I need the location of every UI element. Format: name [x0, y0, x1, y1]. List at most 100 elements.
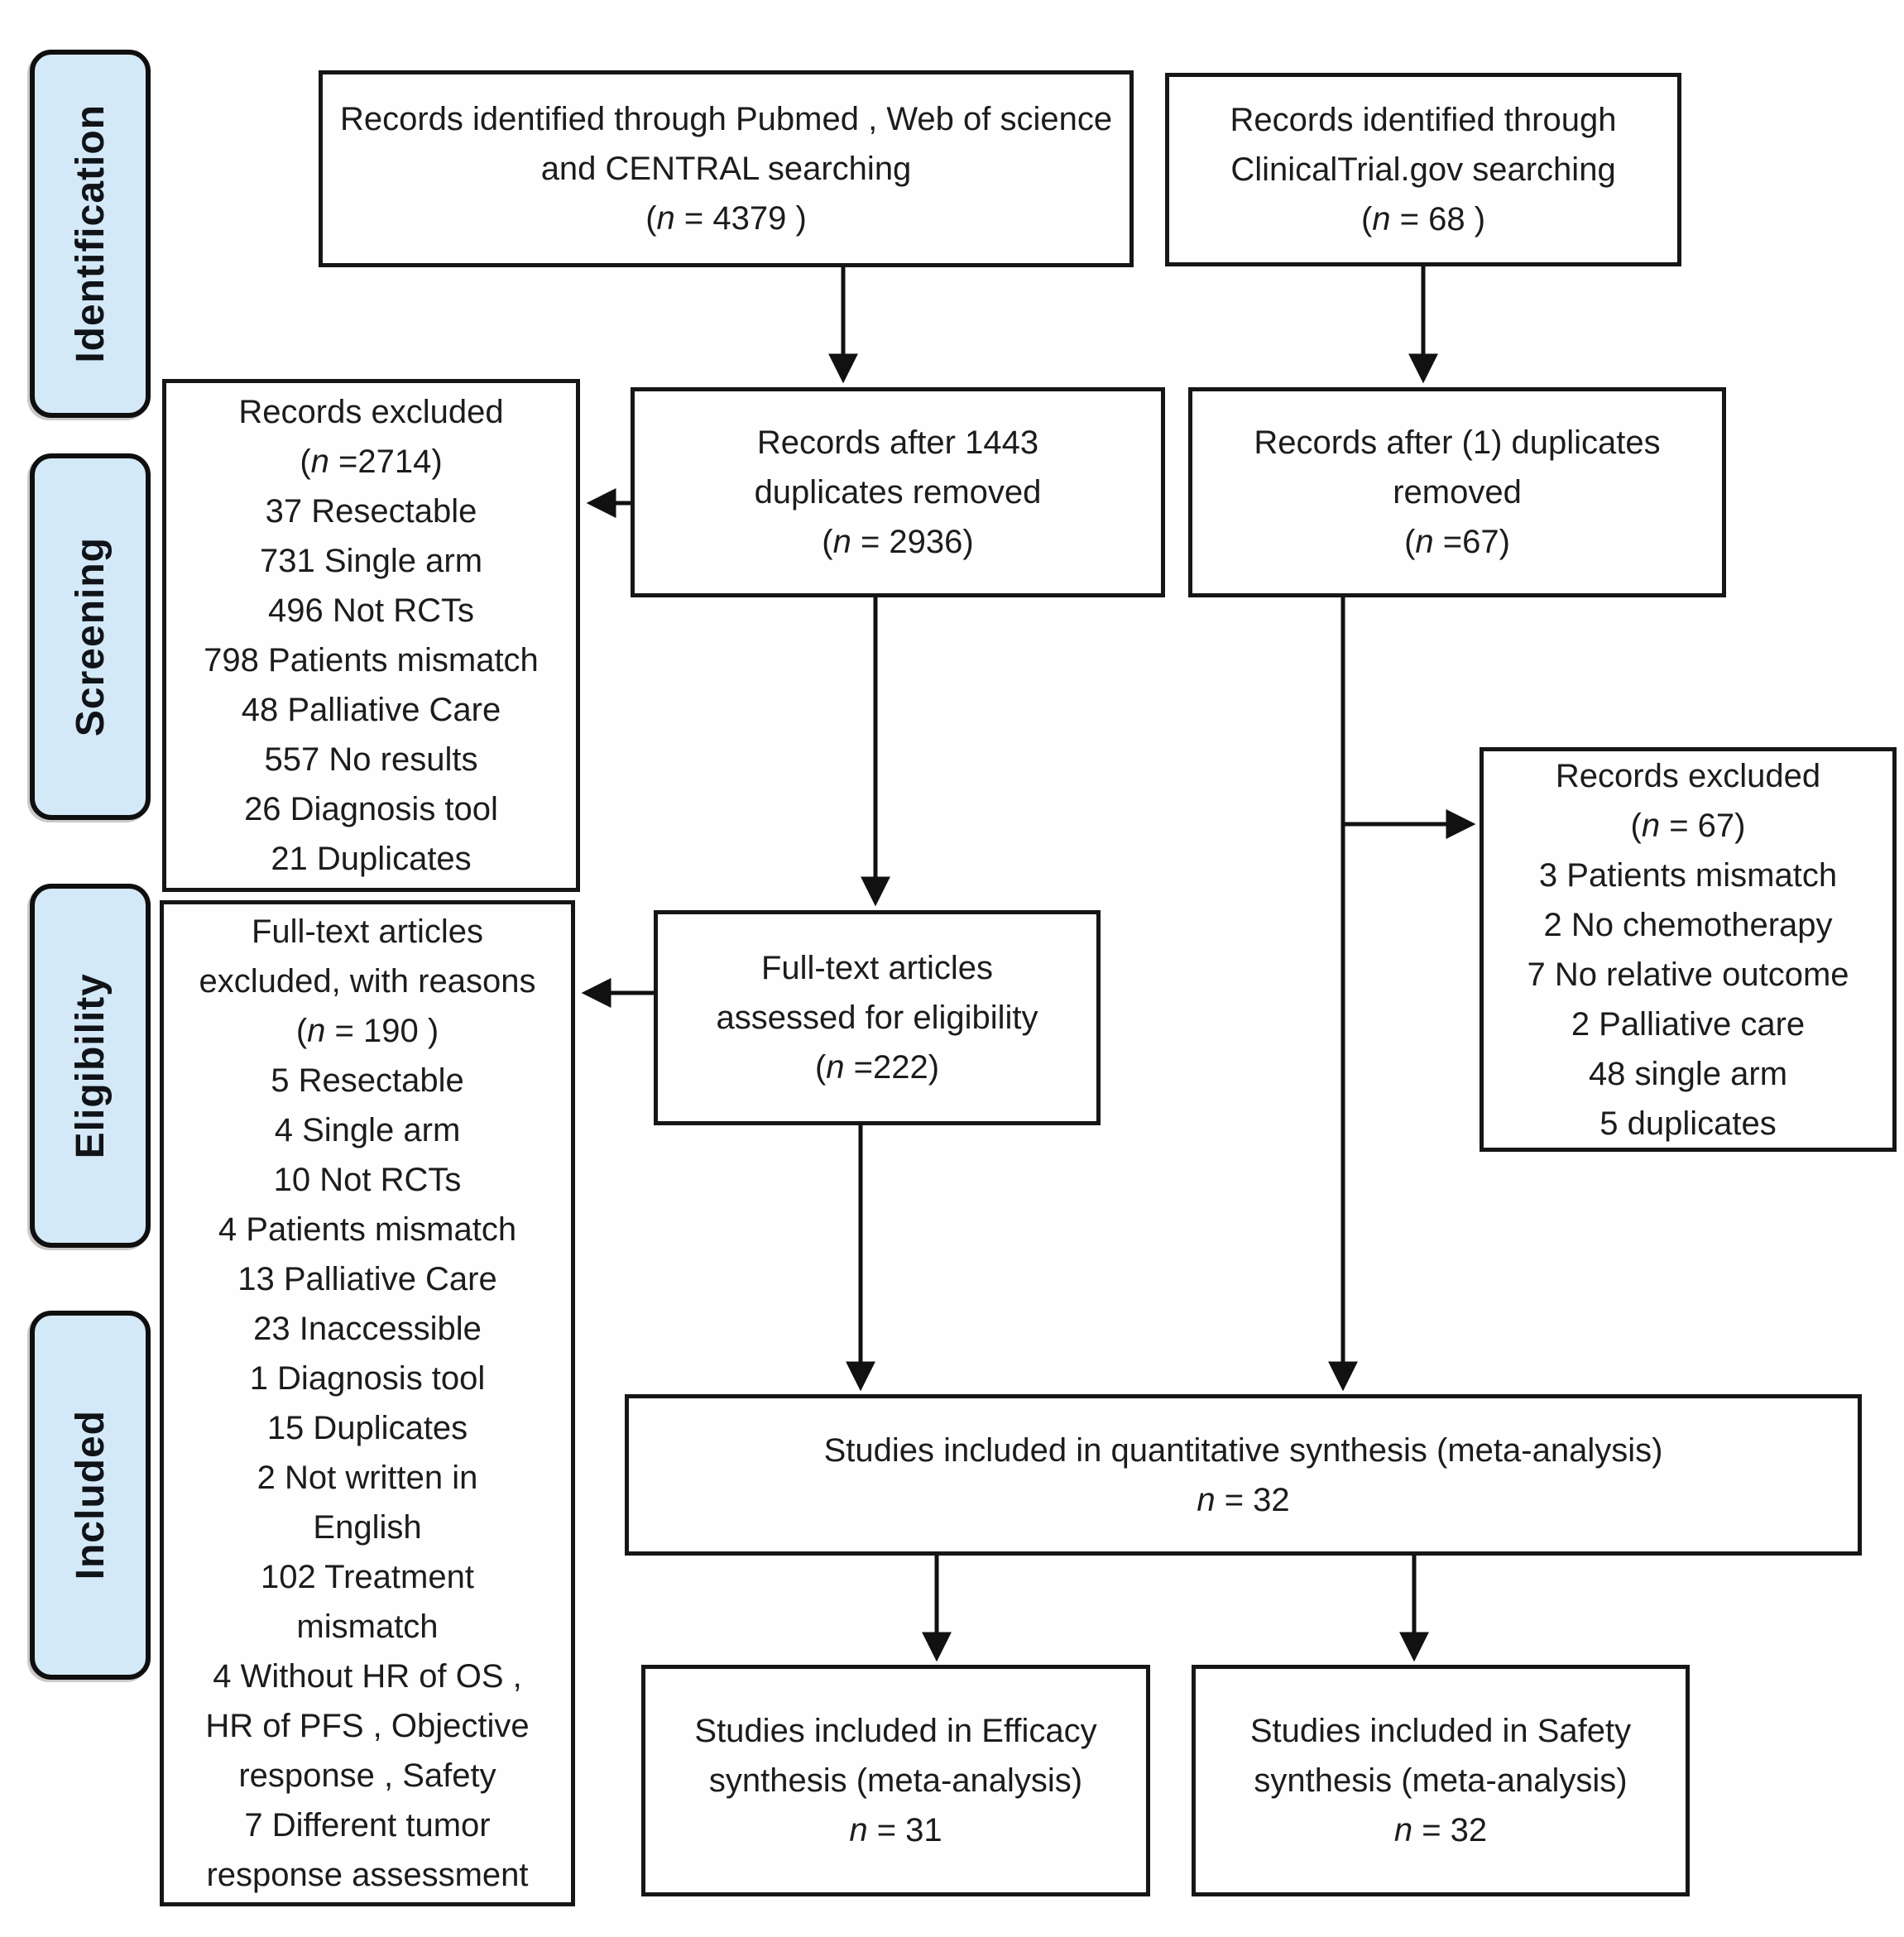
count-line: (n =222) [658, 1043, 1096, 1092]
box-records-after-duplicates-clinicaltrial: Records after (1) duplicates removed (n … [1188, 387, 1726, 597]
text-line: Studies included in Safety [1249, 1713, 1632, 1749]
text-line: assessed for eligibility [716, 1000, 1038, 1036]
box-efficacy-synthesis: Studies included in Efficacy synthesis (… [641, 1665, 1150, 1896]
count-nvar: n [310, 443, 329, 480]
count-open: ( [645, 200, 657, 237]
stage-label: Included [68, 1410, 113, 1580]
count-line: n = 32 [629, 1475, 1858, 1525]
box-records-excluded-clinicaltrial: Records excluded (n = 67) 3 Patients mis… [1480, 747, 1897, 1152]
reason-line: 557 No results [264, 741, 478, 778]
count-value: = 2936) [851, 524, 974, 560]
stage-tab-eligibility: Eligibility [30, 884, 151, 1248]
reason-line: 48 Palliative Care [241, 692, 501, 728]
text-line: Full-text articles [760, 950, 994, 986]
count-value: =67) [1433, 524, 1510, 560]
count-line: n = 32 [1196, 1805, 1686, 1855]
reason-line: 10 Not RCTs [273, 1162, 462, 1198]
reason-line: 3 Patients mismatch [1538, 856, 1838, 894]
reason-line: 5 duplicates [1599, 1105, 1777, 1142]
count-line: (n = 68 ) [1169, 194, 1677, 244]
count-line: (n =2714) [166, 437, 576, 487]
reason-line: 798 Patients mismatch [204, 642, 539, 678]
count-nvar: n [656, 200, 675, 237]
count-open: ( [1630, 807, 1642, 844]
reason-line: 37 Resectable [265, 493, 477, 530]
text-line: Records identified through Pubmed , Web … [339, 101, 1113, 137]
count-value: = 190 ) [325, 1013, 439, 1049]
box-records-identified-clinicaltrial: Records identified through ClinicalTrial… [1165, 73, 1681, 266]
stage-label: Eligibility [68, 972, 113, 1159]
reason-line: 13 Palliative Care [237, 1261, 497, 1297]
count-open: ( [814, 1049, 827, 1086]
box-records-excluded-screening: Records excluded (n =2714) 37 Resectable… [162, 379, 580, 892]
count-line: (n = 4379 ) [323, 194, 1129, 243]
count-nvar: n [849, 1812, 868, 1848]
text-line: and CENTRAL searching [540, 151, 912, 187]
count-nvar: n [1641, 807, 1661, 844]
count-nvar: n [1393, 1812, 1413, 1848]
box-safety-synthesis: Studies included in Safety synthesis (me… [1192, 1665, 1690, 1896]
reason-line: 731 Single arm [259, 543, 483, 579]
box-fulltext-excluded: Full-text articles excluded, with reason… [160, 900, 575, 1906]
count-open: ( [1360, 201, 1373, 237]
count-line: (n =67) [1192, 517, 1722, 567]
reason-line: English [313, 1509, 422, 1546]
count-value: =2714) [329, 443, 443, 480]
count-open: ( [1404, 524, 1416, 560]
count-nvar: n [1197, 1481, 1216, 1518]
text-line: Full-text articles [251, 913, 484, 950]
count-nvar: n [1372, 201, 1391, 237]
reason-line: response , Safety [238, 1757, 496, 1794]
text-line: Records after (1) duplicates [1254, 424, 1661, 461]
count-open: ( [300, 443, 311, 480]
stage-tab-screening: Screening [30, 453, 151, 820]
reason-line: 4 Patients mismatch [218, 1211, 517, 1248]
count-value: = 4379 ) [674, 200, 807, 237]
reason-line: mismatch [296, 1609, 439, 1645]
text-line: Studies included in quantitative synthes… [823, 1431, 1663, 1469]
reason-line: HR of PFS , Objective [205, 1708, 530, 1744]
stage-tab-included: Included [30, 1311, 151, 1680]
reason-line: 496 Not RCTs [268, 592, 474, 629]
count-value: =222) [844, 1049, 940, 1086]
stage-tab-identification: Identification [30, 50, 151, 418]
reason-line: 7 Different tumor [244, 1807, 491, 1844]
reason-line: 5 Resectable [271, 1062, 464, 1099]
reason-line: 26 Diagnosis tool [244, 791, 498, 827]
text-line: Studies included in Efficacy [694, 1713, 1097, 1749]
text-line: ClinicalTrial.gov searching [1230, 151, 1616, 188]
reason-line: 1 Diagnosis tool [249, 1360, 486, 1397]
reason-line: 102 Treatment [261, 1559, 474, 1595]
reason-line: 23 Inaccessible [253, 1311, 482, 1347]
text-line: synthesis (meta-analysis) [1254, 1762, 1628, 1799]
reason-line: 7 No relative outcome [1527, 956, 1849, 993]
reason-line: 2 Palliative care [1571, 1005, 1806, 1043]
reason-line: 48 single arm [1588, 1055, 1788, 1092]
count-open: ( [822, 524, 833, 560]
text-line: removed [1393, 474, 1522, 511]
count-value: = 68 ) [1390, 201, 1486, 237]
count-nvar: n [307, 1013, 326, 1049]
reason-line: 15 Duplicates [266, 1410, 468, 1446]
stage-label: Identification [68, 104, 113, 363]
reason-line: 2 Not written in [257, 1460, 478, 1496]
count-value: = 32 [1412, 1812, 1488, 1848]
reason-line: 4 Without HR of OS , [213, 1658, 522, 1695]
box-records-after-duplicates-databases: Records after 1443 duplicates removed (n… [631, 387, 1165, 597]
count-line: (n = 2936) [635, 517, 1161, 567]
reason-line: 4 Single arm [274, 1112, 461, 1148]
reason-line: response assessment [206, 1857, 529, 1893]
count-line: n = 31 [645, 1805, 1146, 1855]
text-line: excluded, with reasons [199, 963, 536, 1000]
reason-line: 21 Duplicates [271, 841, 472, 877]
count-open: ( [295, 1013, 308, 1049]
box-records-identified-databases: Records identified through Pubmed , Web … [319, 70, 1134, 267]
count-line: (n = 67) [1484, 801, 1892, 851]
count-nvar: n [832, 524, 851, 560]
count-nvar: n [1415, 524, 1434, 560]
count-value: = 67) [1660, 807, 1746, 844]
count-line: (n = 190 ) [164, 1006, 571, 1056]
text-line: Records after 1443 [756, 424, 1039, 461]
reason-line: 2 No chemotherapy [1543, 906, 1833, 943]
